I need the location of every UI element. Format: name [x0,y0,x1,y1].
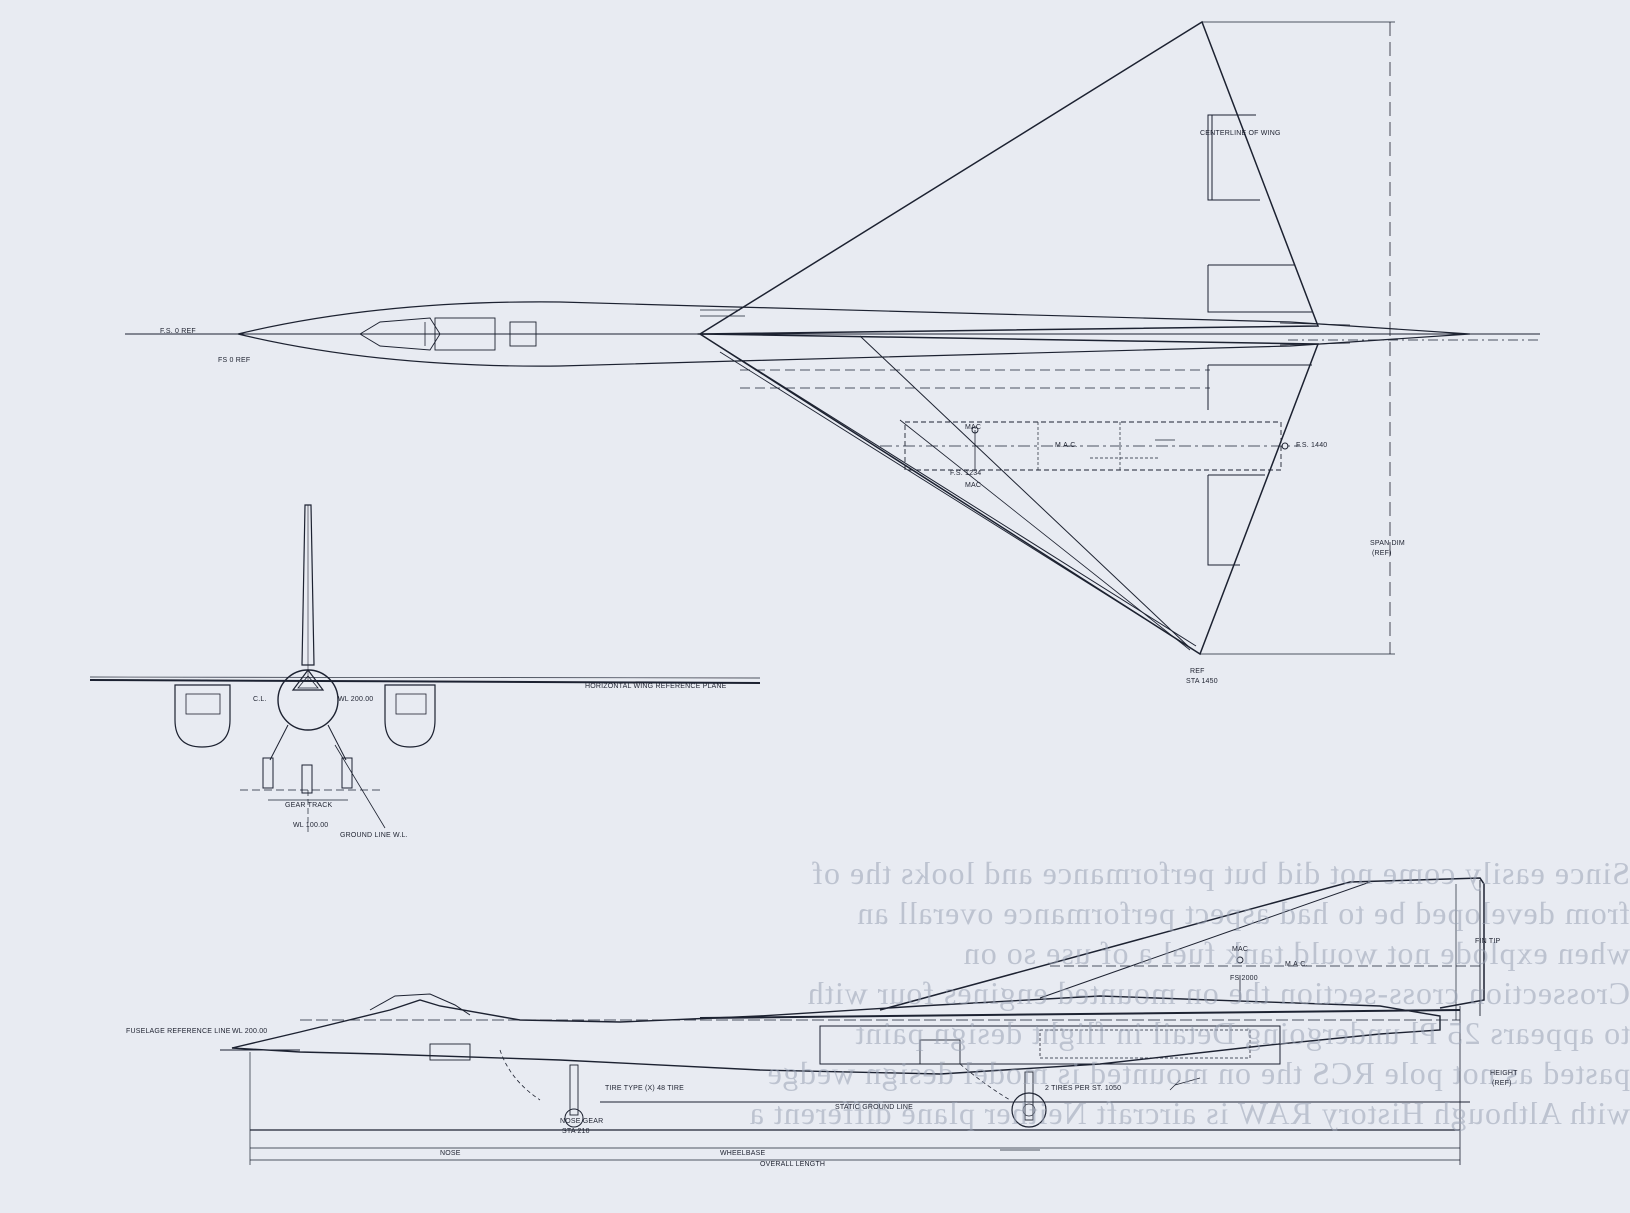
vertical-fin-front [301,504,315,666]
bleed-through-line-3: when explode not would tank fuel a of us… [962,935,1630,971]
side-wl-label: WL 200.00 [232,1028,268,1035]
top-span-dim-sub: (REF) [1372,550,1392,557]
top-span-dim-label: SPAN DIM [1370,540,1405,547]
main-gear-wheel [1011,1092,1047,1128]
bleed-through-line-4: Crossection cross-section the on mounted… [806,975,1630,1011]
top-nose-sub-label: FS 0 REF [218,357,251,364]
side-fuselage-ref-label: FUSELAGE REFERENCE LINE [126,1028,231,1035]
side-tire-note-2: 2 TIRES PER ST. 1050 [1045,1085,1122,1092]
side-fin-sta-label: FS 2000 [1230,975,1258,982]
elevon-lower-2 [1207,474,1265,566]
side-nose-length-label: NOSE [440,1150,461,1157]
top-nose-ref-label: F.S. 0 REF [160,328,196,335]
side-fin-mac-label: MAC [1232,946,1249,953]
side-overall-length-label: OVERALL LENGTH [760,1161,826,1168]
elevon-lower-1 [1207,364,1312,410]
side-nose-gear-label: NOSE GEAR [560,1118,604,1125]
nose-gear-wheel [564,1108,584,1128]
bleed-through-line-1: Since easily come not did but performanc… [811,855,1630,891]
front-right-note: WL 200.00 [338,696,374,703]
front-left-note: C.L. [253,696,267,703]
left-nacelle-section [174,684,231,748]
side-view [220,877,1485,1165]
front-view [89,504,761,835]
tip-marker: REF [1190,668,1205,675]
top-station-1: F.S. 1234 [950,470,982,477]
left-wing-top [697,20,1320,335]
side-tire-note-1: TIRE TYPE (X) 48 TIRE [605,1085,685,1092]
cockpit-canopy [359,317,441,351]
front-ground-label: GROUND LINE W.L. [340,832,408,839]
side-fin-mac2-label: M.A.C. [1285,961,1308,968]
fin-side [879,877,1485,1011]
wing-side-profile [699,1009,1461,1019]
canopy-side [369,993,471,1016]
side-height-label: HEIGHT [1490,1070,1518,1077]
elevon-upper-1 [1207,114,1213,201]
front-ref-plane-label: HORIZONTAL WING REFERENCE PLANE [585,683,727,690]
right-nacelle-section [384,684,436,748]
top-right-dim-label: CENTERLINE OF WING [1200,130,1281,137]
top-view-planform [125,20,1540,656]
mac-marker-2: MAC [965,482,982,489]
side-fin-tip-label: FIN TIP [1475,938,1501,945]
elevon-upper-2 [1207,264,1312,313]
mac-marker-1: MAC [965,424,982,431]
bleed-through-line-7: with Although History RAW is aircraft Ne… [748,1095,1630,1131]
nacelle-side [819,1025,1281,1065]
side-nose-gear-sub: STA 210 [562,1128,590,1135]
side-wheelbase-label: WHEELBASE [720,1150,766,1157]
front-gear-sub-label: WL 100.00 [293,822,329,829]
bleed-through-line-6: pasted as not pole RCS the on mounted is… [766,1055,1630,1091]
right-wing-top [697,333,1320,656]
fuselage-outline-top [237,301,1471,367]
side-static-ground-label: STATIC GROUND LINE [835,1104,914,1111]
mac-label: M.A.C. [1055,442,1078,449]
bleed-through-line-2: from developed be to had aspect performa… [856,895,1630,931]
side-height-sub: (REF) [1492,1080,1512,1087]
front-gear-track-label: GEAR TRACK [285,802,333,809]
bleed-through-line-5: to appears 25 Pl undergoing Detail in fl… [854,1015,1630,1051]
wing-reference-plane [89,679,761,684]
top-station-2: F.S. 1440 [1296,442,1328,449]
tip-sub-label: STA 1450 [1186,678,1218,685]
